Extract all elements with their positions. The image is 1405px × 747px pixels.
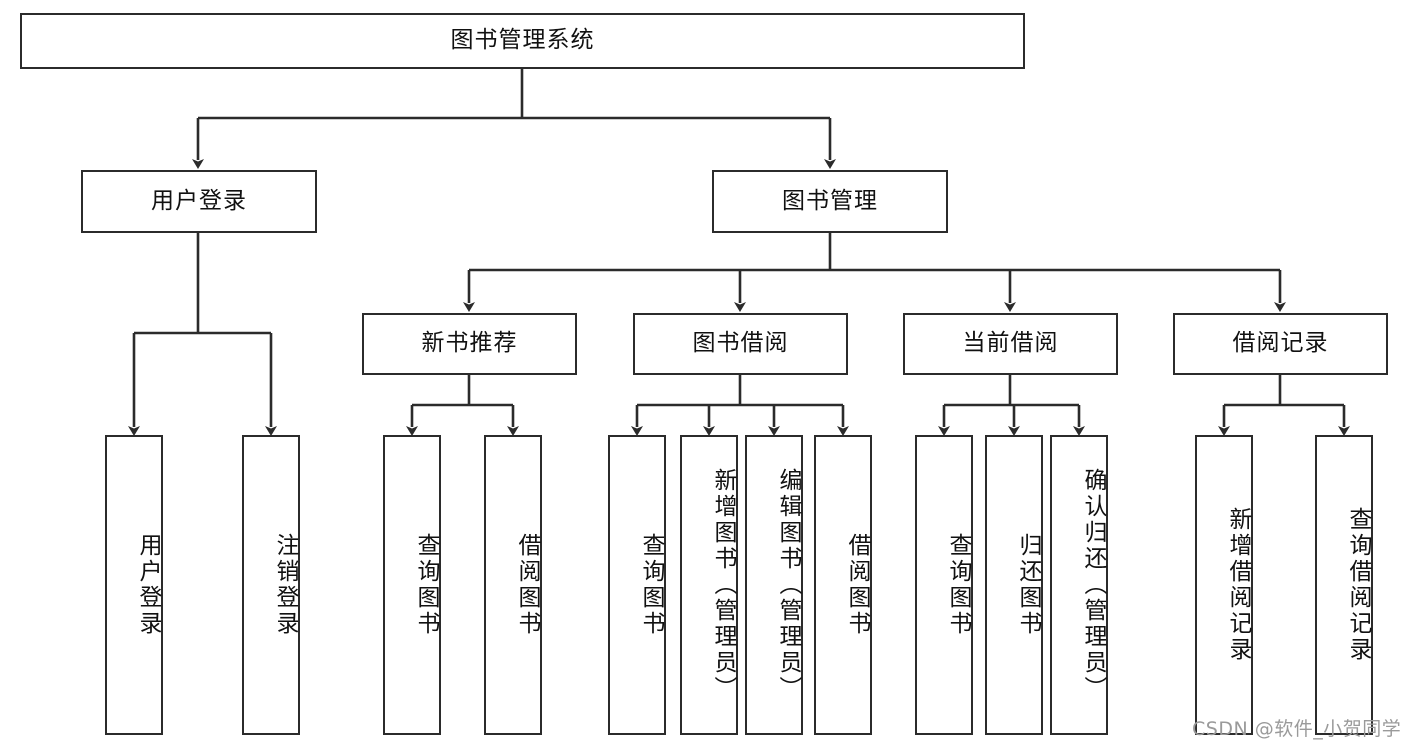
node-book-borrow[interactable]: 图书借阅 bbox=[633, 313, 848, 375]
node-label: 借阅记录 bbox=[1232, 330, 1329, 357]
leaf-user-login-login[interactable]: 用户登录 bbox=[105, 435, 163, 735]
node-root-book-management-system[interactable]: 图书管理系统 bbox=[20, 13, 1025, 69]
leaf-current-borrow-confirm-return-admin[interactable]: 确认归还（管理员） bbox=[1050, 435, 1108, 735]
leaf-new-book-query-book[interactable]: 查询图书 bbox=[383, 435, 441, 735]
leaf-book-borrow-edit-book-admin[interactable]: 编辑图书（管理员） bbox=[745, 435, 803, 735]
leaf-book-borrow-query-book[interactable]: 查询图书 bbox=[608, 435, 666, 735]
node-label: 新增图书（管理员） bbox=[710, 468, 736, 702]
node-label: 确认归还（管理员） bbox=[1080, 468, 1106, 702]
node-label: 编辑图书（管理员） bbox=[775, 468, 801, 702]
leaf-current-borrow-query-book[interactable]: 查询图书 bbox=[915, 435, 973, 735]
node-label: 查询图书 bbox=[413, 533, 439, 637]
node-label: 图书借阅 bbox=[692, 330, 789, 357]
node-new-book-recommend[interactable]: 新书推荐 bbox=[362, 313, 577, 375]
leaf-user-login-logout[interactable]: 注销登录 bbox=[242, 435, 300, 735]
watermark-text: CSDN @软件_小贺同学 bbox=[1192, 718, 1402, 740]
node-label: 查询图书 bbox=[638, 533, 664, 637]
node-label: 图书管理系统 bbox=[450, 27, 595, 54]
node-label: 用户登录 bbox=[135, 533, 161, 637]
node-label: 图书管理 bbox=[782, 187, 878, 214]
node-label: 查询借阅记录 bbox=[1345, 507, 1371, 663]
node-label: 当前借阅 bbox=[962, 330, 1059, 357]
node-label: 借阅图书 bbox=[514, 533, 540, 637]
node-label: 新增借阅记录 bbox=[1225, 507, 1251, 663]
node-label: 用户登录 bbox=[151, 187, 247, 214]
node-user-login[interactable]: 用户登录 bbox=[81, 170, 317, 233]
leaf-records-query-borrow-record[interactable]: 查询借阅记录 bbox=[1315, 435, 1373, 735]
leaf-records-add-borrow-record[interactable]: 新增借阅记录 bbox=[1195, 435, 1253, 735]
node-label: 借阅图书 bbox=[844, 533, 870, 637]
node-label: 注销登录 bbox=[272, 533, 298, 637]
leaf-book-borrow-borrow-book[interactable]: 借阅图书 bbox=[814, 435, 872, 735]
leaf-current-borrow-return-book[interactable]: 归还图书 bbox=[985, 435, 1043, 735]
leaf-new-book-borrow-book[interactable]: 借阅图书 bbox=[484, 435, 542, 735]
node-current-borrow[interactable]: 当前借阅 bbox=[903, 313, 1118, 375]
node-book-management[interactable]: 图书管理 bbox=[712, 170, 948, 233]
node-label: 归还图书 bbox=[1015, 533, 1041, 637]
leaf-book-borrow-add-book-admin[interactable]: 新增图书（管理员） bbox=[680, 435, 738, 735]
node-label: 新书推荐 bbox=[421, 330, 518, 357]
node-label: 查询图书 bbox=[945, 533, 971, 637]
node-borrow-records[interactable]: 借阅记录 bbox=[1173, 313, 1388, 375]
